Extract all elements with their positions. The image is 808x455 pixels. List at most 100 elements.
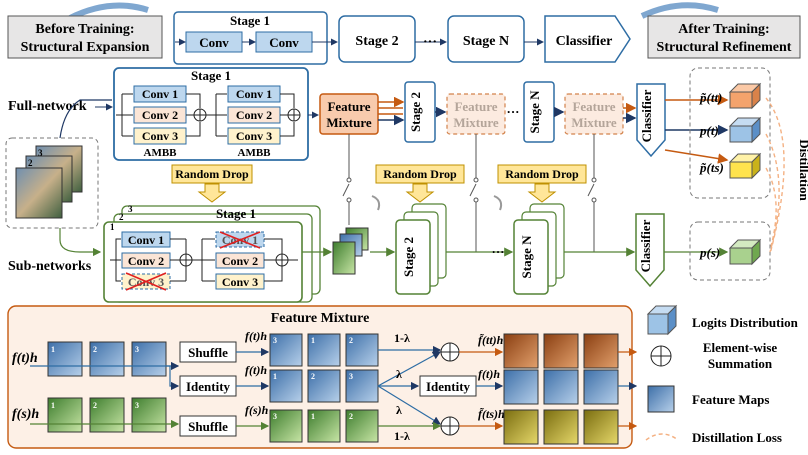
- top-stageN-label: Stage N: [463, 34, 509, 49]
- ambb-block-1: Conv 1 Conv 2 Conv 3 AMBB: [116, 85, 207, 159]
- f-h-s-label: f(s)h: [12, 407, 39, 422]
- ambb-label-2: AMBB: [238, 147, 272, 159]
- after-training-label: After Training:: [678, 22, 769, 37]
- full-stageN-label: Stage N: [527, 90, 542, 134]
- num-label: 1: [51, 401, 55, 410]
- full-stage2-label: Stage 2: [408, 92, 423, 132]
- num-label: 3: [135, 345, 139, 354]
- lambda-bottom: λ: [396, 403, 402, 417]
- num-label: 1: [51, 345, 55, 354]
- input-image-1: [15, 167, 63, 219]
- random-drop-label-2: Random Drop: [383, 167, 457, 181]
- full-fm3-label-2: Mixture: [571, 115, 616, 130]
- top-stageN-box: [447, 15, 525, 63]
- full-fm2-label-2: Mixture: [453, 115, 498, 130]
- full-classifier-label: Classifier: [639, 89, 654, 142]
- mixed-f-ts-label: f̃(ts)h: [478, 406, 505, 421]
- num-label: 1: [273, 372, 277, 381]
- num-label: 2: [93, 401, 97, 410]
- before-training-box: [7, 15, 163, 59]
- num-label: 3: [349, 372, 353, 381]
- full-ellipsis: ···: [506, 104, 519, 119]
- teacher-feature-1: [47, 341, 83, 377]
- student-feature-2: [89, 397, 125, 433]
- sub-stageN-label: Stage N: [519, 235, 534, 279]
- full-conv1-b-label: Conv 1: [236, 87, 272, 101]
- sub-stage2-box: [395, 219, 431, 295]
- mixed-tt-2: [543, 333, 579, 369]
- logits-cube-orange: [728, 82, 762, 110]
- input-images-frame: [5, 137, 99, 229]
- mixed-t-3: [583, 369, 619, 405]
- mixed-t-2: [543, 369, 579, 405]
- identity-label-mid: Identity: [426, 379, 471, 394]
- lambda-top: λ: [396, 367, 402, 381]
- legend-fmaps-label: Feature Maps: [692, 392, 769, 407]
- legend-sum-label-2: Summation: [708, 356, 773, 371]
- shuffled-teacher-2: [307, 333, 341, 367]
- distillation-label: Distillation: [797, 139, 808, 201]
- mixed-tt-1: [503, 333, 539, 369]
- legend-distillation-loss-icon: [645, 433, 679, 441]
- down-arrow-icon: [527, 183, 557, 203]
- shuffled-student-3: [345, 409, 379, 443]
- curved-arrow-right-icon: [640, 2, 719, 19]
- switches: [342, 134, 597, 252]
- student-output-frame: [689, 221, 771, 281]
- full-classifier-box: [636, 83, 666, 158]
- top-conv-b-label: Conv: [269, 35, 299, 50]
- mixed-ts-2: [543, 409, 579, 445]
- random-drop-box-1: [171, 164, 253, 184]
- full-fm-label-2: Mixture: [326, 115, 371, 130]
- full-fm2-label-1: Feature: [454, 99, 497, 114]
- top-ellipsis: ···: [423, 35, 437, 50]
- logits-cube-yellow: [728, 152, 762, 180]
- identity-teacher-1: [269, 369, 303, 403]
- full-fm3-label-1: Feature: [572, 99, 615, 114]
- legend-sum-label-1: Element-wise: [703, 340, 778, 355]
- teacher-output-frame: [689, 67, 771, 199]
- outputs: p̃(tt) p(t) p̃(ts) p(s) Distillation: [689, 67, 808, 281]
- dropped-cross-icon: [219, 231, 261, 249]
- feature-mixture-panel: Feature Mixture f(t)h f(s)h 1 2 3 1 2 3 …: [7, 305, 638, 449]
- shuffled-student-1: [269, 409, 303, 443]
- p-t-label: p(t): [699, 123, 719, 138]
- one-minus-lambda-top: 1-λ: [394, 331, 410, 345]
- input-num-3: 3: [38, 148, 43, 158]
- top-classifier-box: [544, 15, 631, 63]
- identity-f-t-label: f(t)h: [245, 363, 267, 377]
- num-label: 3: [273, 412, 277, 421]
- mixed-t-1: [503, 369, 539, 405]
- full-conv3-a-label: Conv 3: [142, 129, 178, 143]
- shuffled-f-t-label: f(t)h: [245, 329, 267, 343]
- p-tt-label: p̃(tt): [699, 90, 722, 105]
- legend: Logits Distribution Element-wise Summati…: [645, 304, 799, 445]
- sub-feature-map-1: [332, 241, 356, 275]
- sub-classifier-box: [635, 213, 665, 288]
- random-drop-boxes: Random Drop Random Drop Random Drop: [171, 164, 587, 203]
- sub-ellipsis: ···: [491, 244, 504, 259]
- identity-teacher-3: [345, 369, 379, 403]
- student-feature-1: [47, 397, 83, 433]
- curved-arrow-left-icon: [68, 2, 149, 21]
- teacher-feature-3: [131, 341, 167, 377]
- shuffled-teacher-3: [345, 333, 379, 367]
- shuffled-student-2: [307, 409, 341, 443]
- top-stage2-label: Stage 2: [355, 34, 398, 49]
- input-images: 2 3: [5, 99, 112, 229]
- num-label: 1: [311, 336, 315, 345]
- one-minus-lambda-bottom: 1-λ: [394, 429, 410, 443]
- full-network-row: Full-network Stage 1 Conv 1 Conv 2 Conv …: [8, 67, 729, 164]
- sub-conv2-b-label: Conv 2: [222, 254, 258, 268]
- sub-stage-num-1: 1: [110, 222, 115, 232]
- logits-cube-green: [728, 238, 762, 266]
- sub-conv2-a-label: Conv 2: [128, 254, 164, 268]
- full-conv1-a-label: Conv 1: [142, 87, 178, 101]
- f-h-t-label: f(t)h: [12, 351, 38, 366]
- sub-conv1-a-label: Conv 1: [128, 233, 164, 247]
- shuffle-label-teacher: Shuffle: [188, 345, 228, 360]
- num-label: 3: [273, 336, 277, 345]
- teacher-feature-2: [89, 341, 125, 377]
- top-stage2-box: [338, 15, 416, 63]
- sub-stage-num-2: 2: [119, 212, 124, 222]
